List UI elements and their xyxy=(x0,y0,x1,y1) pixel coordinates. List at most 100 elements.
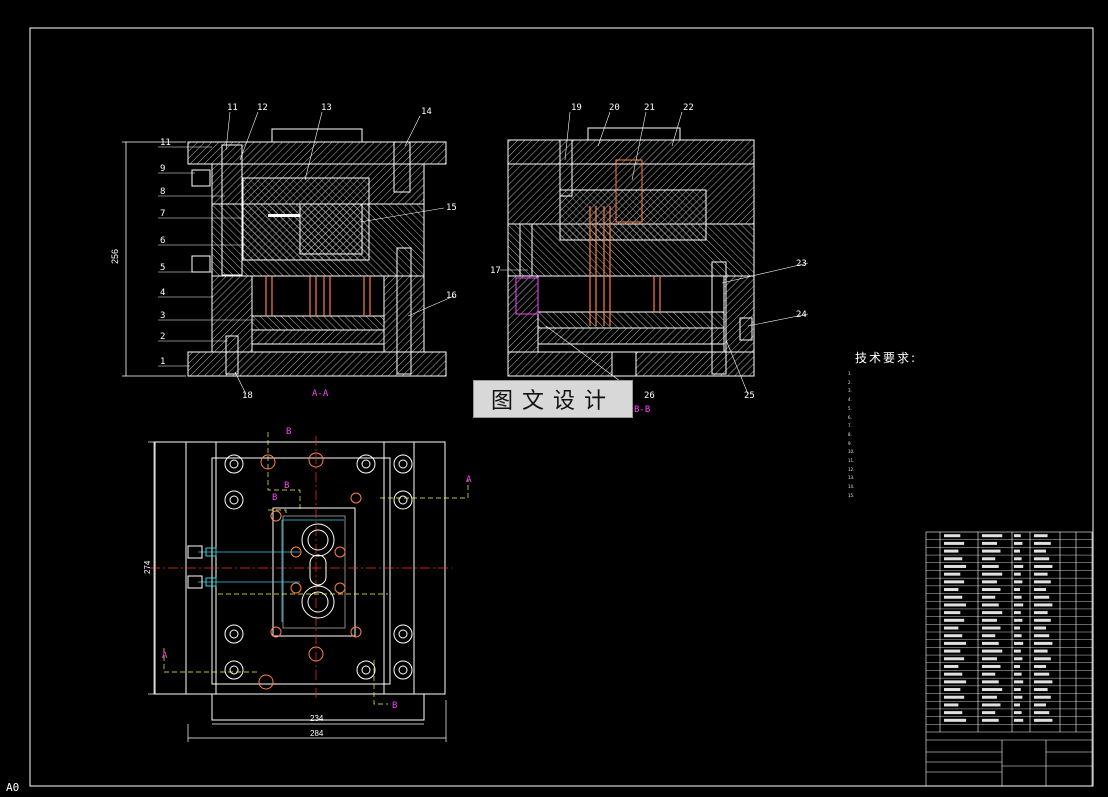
bom-cell-text xyxy=(944,641,967,645)
bom-cell-text xyxy=(982,588,1001,592)
bom-cell-text xyxy=(982,618,997,622)
bom-cell-text xyxy=(944,672,963,676)
part-label-rl0: 17 xyxy=(490,266,501,276)
bom-cell-text xyxy=(982,595,996,599)
part-label-rt2: 21 xyxy=(644,103,655,113)
part-label-r1: 16 xyxy=(446,291,457,301)
part-label-l0: 11 xyxy=(160,138,171,148)
bom-cell-text xyxy=(944,541,965,545)
bom-cell-text xyxy=(982,672,996,676)
part-label-l6: 4 xyxy=(160,288,165,298)
bom-cell-text xyxy=(1034,718,1053,722)
part-label-rt3: 22 xyxy=(683,103,694,113)
bom-cell-text xyxy=(982,649,1003,653)
bom-cell-text xyxy=(1034,657,1051,661)
bom-cell-text xyxy=(1014,572,1021,576)
tech-note: 7. xyxy=(848,423,852,429)
tech-note: 10. xyxy=(848,449,855,455)
part-label-l1: 9 xyxy=(160,164,165,174)
plan-base-bottom xyxy=(211,693,425,721)
part-labels-right: 19 20 21 22 17 23 24 25 26 xyxy=(490,103,807,401)
guide-bolt-left xyxy=(221,144,243,276)
plan-mark-3: A xyxy=(162,651,168,661)
r-ejector-retainer xyxy=(537,311,725,329)
bom-cell-text xyxy=(1034,649,1048,653)
tech-note: 6. xyxy=(848,414,852,420)
bom-cell-text xyxy=(982,634,996,638)
bom-cell-text xyxy=(1034,672,1050,676)
bom-cell-text xyxy=(982,703,1001,707)
bom-cell-text xyxy=(1034,564,1053,568)
bom-cell-text xyxy=(1014,711,1022,715)
technical-requirements-list: 1. 2. 3. 4. 5. 6. 7. 8. 9. 10. 11. 12. 1… xyxy=(848,370,1088,501)
bom-cell-text xyxy=(982,549,1001,553)
part-label-rt0: 19 xyxy=(571,103,582,113)
plan-mark-4: B xyxy=(392,701,397,711)
bom-cell-text xyxy=(1034,688,1048,692)
bom-cell-text xyxy=(1034,641,1053,645)
r-puller xyxy=(519,223,533,277)
bom-cell-text xyxy=(982,688,1003,692)
bom-cell-text xyxy=(944,564,967,568)
r-spring xyxy=(515,277,539,315)
r-cavity xyxy=(559,189,707,241)
bolt-r2 xyxy=(393,490,413,510)
bom-cell-text xyxy=(982,611,1003,615)
bom-cell-text xyxy=(982,680,999,684)
part-label-l7: 3 xyxy=(160,311,165,321)
r-screw-top xyxy=(559,139,573,197)
bom-cell-text xyxy=(1034,588,1046,592)
section-view-right: 19 20 21 22 17 23 24 25 26 B-B xyxy=(490,103,809,415)
part-label-rr2: 25 xyxy=(744,391,755,401)
bom-cell-text xyxy=(982,641,999,645)
dim-height-left: 256 xyxy=(110,249,120,264)
bom-cell-text xyxy=(1034,703,1046,707)
part-label-t3: 14 xyxy=(421,107,432,117)
bom-cell-text xyxy=(944,703,959,707)
part-label-rr0: 23 xyxy=(796,259,807,269)
bom-cell-text xyxy=(944,557,963,561)
core-insert xyxy=(299,203,363,255)
bom-cell-text xyxy=(1034,549,1046,553)
plan-cavity-block xyxy=(272,507,356,637)
bom-cell-text xyxy=(944,618,965,622)
bom-cell-text xyxy=(1014,588,1020,592)
bom-cell-text xyxy=(944,580,965,584)
bom-cell-text xyxy=(982,711,996,715)
tech-note: 8. xyxy=(848,431,852,437)
water-fitting-top xyxy=(191,169,211,187)
tech-note: 15. xyxy=(848,492,855,498)
bom-cell-text xyxy=(1014,557,1022,561)
guide-pillar-right xyxy=(396,247,412,375)
part-label-l9: 1 xyxy=(160,357,165,367)
bom-cell-text xyxy=(1014,664,1020,668)
tech-note: 5. xyxy=(848,405,852,411)
tech-note: 1. xyxy=(848,371,852,376)
tech-note: 3. xyxy=(848,388,852,394)
bom-cell-text xyxy=(1014,703,1020,707)
section-label-aa: A-A xyxy=(312,389,329,399)
plan-water-fitting-2 xyxy=(187,575,203,589)
technical-requirements-title: 技术要求: xyxy=(855,351,918,365)
bolt-tl1 xyxy=(224,454,244,474)
bom-cell-text xyxy=(944,688,961,692)
bom-cell-text xyxy=(1014,541,1023,545)
sprue-line xyxy=(268,214,300,217)
ejector-retainer-plate xyxy=(251,315,385,331)
dim-width-outer: 284 xyxy=(310,729,324,738)
bom-cell-text xyxy=(1014,611,1021,615)
bolt-br2 xyxy=(393,660,413,680)
part-label-l3: 7 xyxy=(160,209,165,219)
bom-cell-text xyxy=(1014,634,1022,638)
bom-cell-text xyxy=(1014,672,1022,676)
bom-cell-text xyxy=(944,588,959,592)
part-label-r0: 15 xyxy=(446,203,457,213)
bom-cell-text xyxy=(1034,664,1046,668)
bom-cell-text xyxy=(944,680,967,684)
bom-cell-text xyxy=(1034,595,1050,599)
water-fitting-bottom xyxy=(191,255,211,273)
r-stop-block xyxy=(739,317,753,341)
r-ejector-plate xyxy=(537,327,725,345)
tech-note: 9. xyxy=(848,440,852,446)
